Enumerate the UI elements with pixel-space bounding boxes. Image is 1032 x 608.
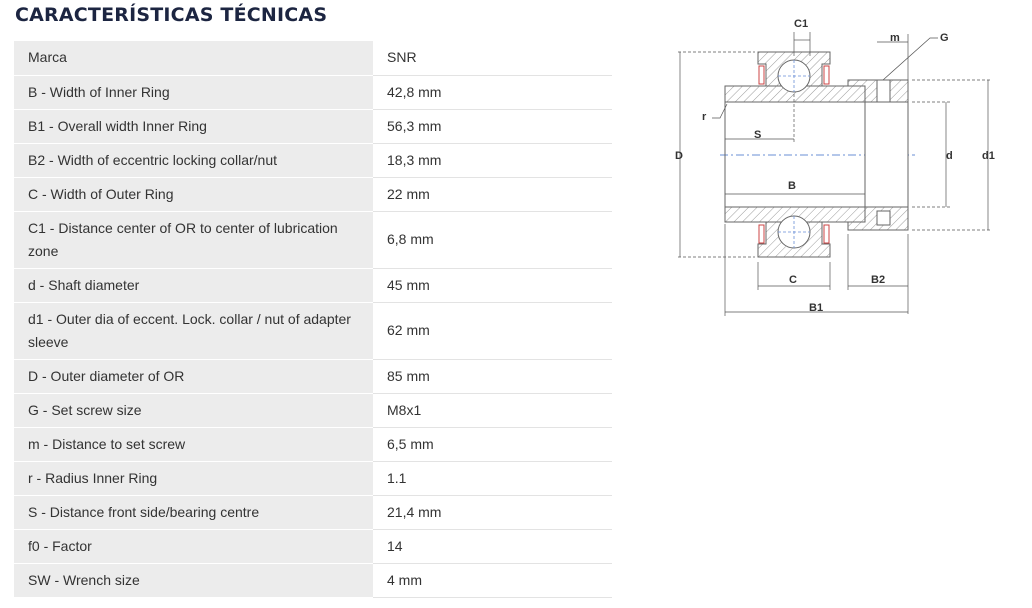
spec-label: f0 - Factor xyxy=(14,529,373,564)
seal-right-bottom xyxy=(823,224,830,244)
spec-label: C - Width of Outer Ring xyxy=(14,177,373,212)
page-title: CARACTERÍSTICAS TÉCNICAS xyxy=(15,4,328,26)
set-screw xyxy=(876,79,891,103)
spec-value: 85 mm xyxy=(373,359,612,394)
spec-label: B2 - Width of eccentric locking collar/n… xyxy=(14,143,373,178)
spec-value: M8x1 xyxy=(373,393,612,428)
bearing-technical-drawing: C1 m G r S D d d1 B C B2 B1 xyxy=(675,18,995,316)
spec-value: 45 mm xyxy=(373,268,612,303)
spec-label: B - Width of Inner Ring xyxy=(14,75,373,110)
spec-label: d - Shaft diameter xyxy=(14,268,373,303)
label-outer-diameter: D xyxy=(675,150,683,162)
table-row: d1 - Outer dia of eccent. Lock. collar /… xyxy=(14,302,612,360)
label-shaft-diameter: d xyxy=(946,150,953,162)
seal-left-bottom xyxy=(758,224,765,244)
spec-label: D - Outer diameter of OR xyxy=(14,359,373,394)
spec-value: 14 xyxy=(373,529,612,564)
collar-body xyxy=(864,101,909,208)
label-d1: d1 xyxy=(982,150,995,162)
spec-label: C1 - Distance center of OR to center of … xyxy=(14,211,373,269)
label-b: B xyxy=(788,180,796,192)
label-b2: B2 xyxy=(871,274,885,286)
seal-right-top xyxy=(823,65,830,85)
spec-value: 21,4 mm xyxy=(373,495,612,530)
spec-value: 18,3 mm xyxy=(373,143,612,178)
label-g: G xyxy=(940,32,949,44)
table-row: C1 - Distance center of OR to center of … xyxy=(14,211,612,269)
spec-value: 4 mm xyxy=(373,563,612,598)
spec-value: 1.1 xyxy=(373,461,612,496)
spec-label: SW - Wrench size xyxy=(14,563,373,598)
label-s: S xyxy=(754,129,761,141)
spec-value: 22 mm xyxy=(373,177,612,212)
label-c: C xyxy=(789,274,797,286)
spec-label: m - Distance to set screw xyxy=(14,427,373,462)
label-m: m xyxy=(890,32,900,44)
spec-label: d1 - Outer dia of eccent. Lock. collar /… xyxy=(14,302,373,360)
spec-label: r - Radius Inner Ring xyxy=(14,461,373,496)
table-row: B2 - Width of eccentric locking collar/n… xyxy=(14,143,612,178)
spec-label: B1 - Overall width Inner Ring xyxy=(14,109,373,144)
label-r: r xyxy=(702,111,707,123)
spec-label: G - Set screw size xyxy=(14,393,373,428)
spec-value: SNR xyxy=(373,41,612,76)
spec-label: Marca xyxy=(14,41,373,76)
label-b1: B1 xyxy=(809,302,823,314)
set-screw-bottom xyxy=(876,210,891,226)
spec-value: 56,3 mm xyxy=(373,109,612,144)
label-c1: C1 xyxy=(794,18,808,30)
spec-value: 6,5 mm xyxy=(373,427,612,462)
seal-left-top xyxy=(758,65,765,85)
spec-value: 42,8 mm xyxy=(373,75,612,110)
spec-value: 62 mm xyxy=(373,302,612,360)
spec-value: 6,8 mm xyxy=(373,211,612,269)
spec-label: S - Distance front side/bearing centre xyxy=(14,495,373,530)
